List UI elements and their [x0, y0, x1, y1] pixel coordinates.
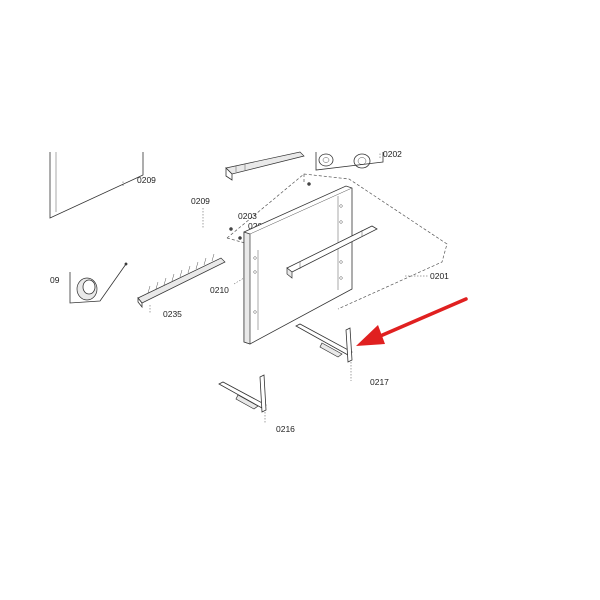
part-label-0202-top: 0202 — [383, 149, 402, 159]
part-label-0209-top: 0209 — [137, 175, 156, 185]
oven-housing-outline-0201 — [226, 173, 448, 310]
red-arrow-icon — [356, 297, 468, 346]
top-rail — [225, 151, 305, 181]
door-handle — [286, 225, 378, 279]
knob-09 — [69, 262, 128, 304]
part-label-0235: 0235 — [163, 309, 182, 319]
part-label-09: 09 — [50, 275, 60, 285]
hinge-0216 — [218, 374, 267, 424]
toothed-rail-0235 — [137, 253, 226, 314]
part-label-0209-mid: 0209 — [191, 196, 210, 206]
knob-assembly-0202 — [307, 152, 384, 186]
screw-0203 — [229, 227, 233, 231]
hinge-0217 — [295, 323, 353, 381]
part-label-0217: 0217 — [370, 377, 389, 387]
part-label-0216: 0216 — [276, 424, 295, 434]
back-panel-0209 — [49, 152, 144, 219]
part-label-0201: 0201 — [430, 271, 449, 281]
part-label-0203: 0203 — [238, 211, 257, 221]
screw-0202 — [238, 236, 242, 240]
part-label-0210: 0210 — [210, 285, 229, 295]
